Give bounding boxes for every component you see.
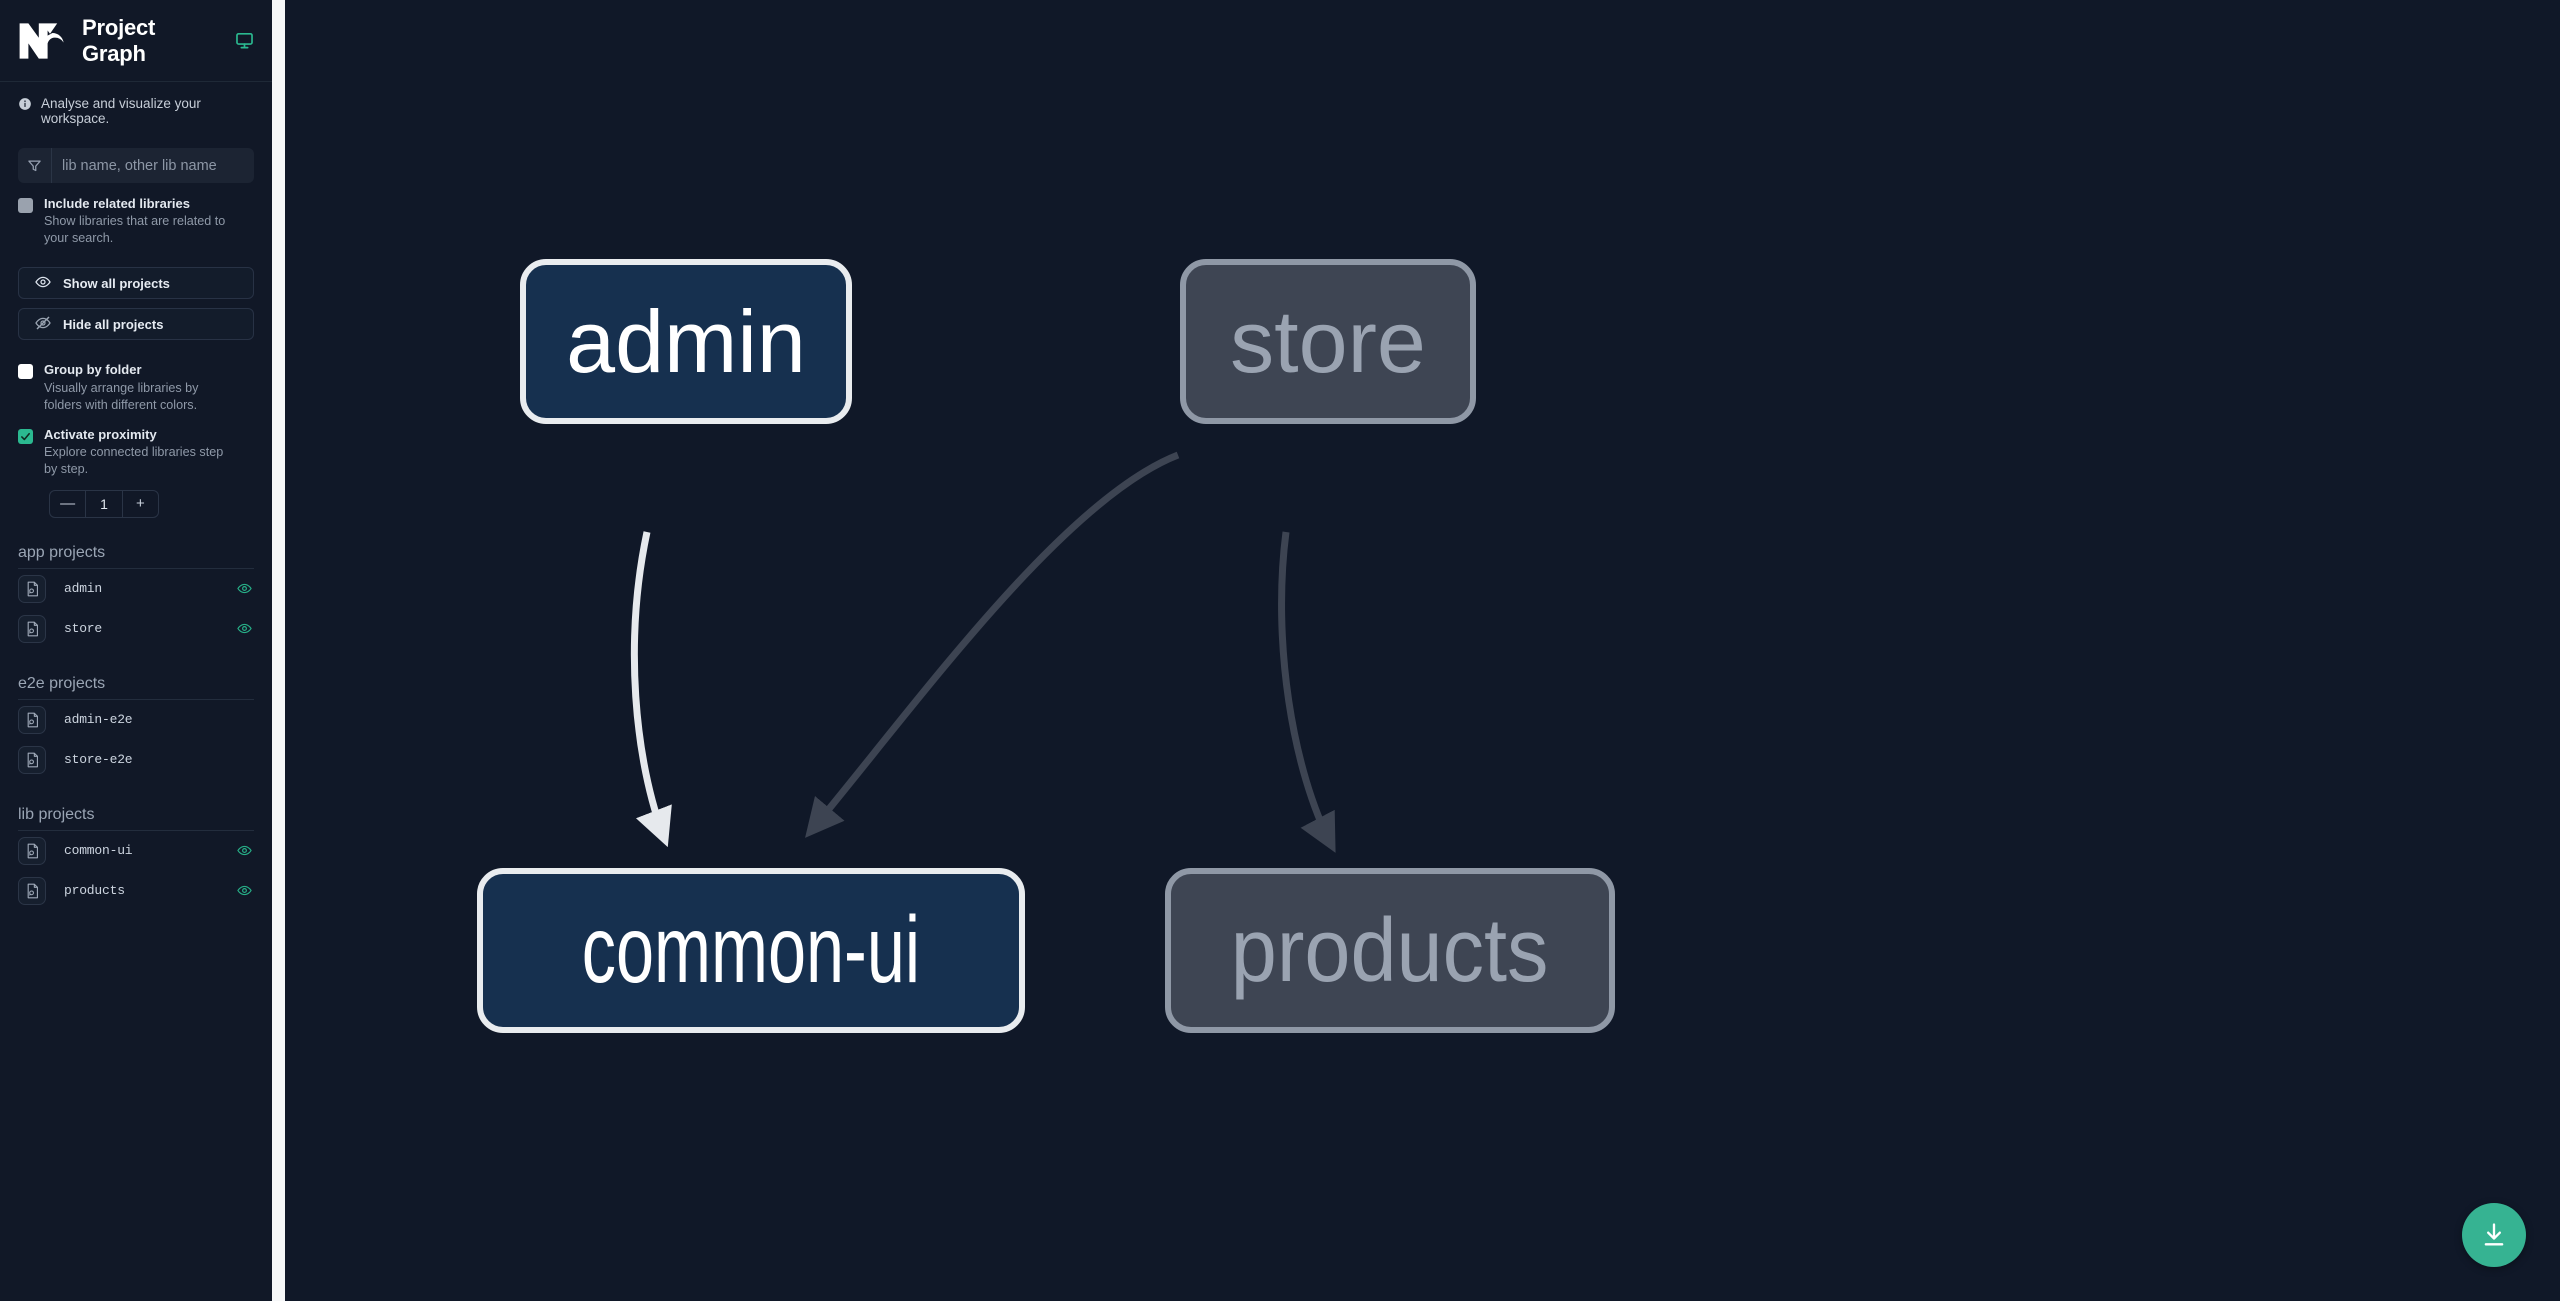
project-name: products	[64, 883, 125, 899]
group-by-folder-label: Group by folder	[44, 362, 142, 378]
activate-proximity-checkbox[interactable]	[18, 428, 33, 444]
edge-store-to-products	[1278, 531, 1336, 853]
proximity-increase-button[interactable]: +	[123, 491, 158, 517]
tagline: Analyse and visualize your workspace.	[0, 82, 272, 138]
include-related-libraries-description: Show libraries that are related to your …	[44, 214, 226, 246]
project-section: app projects admin store	[18, 544, 254, 649]
project-visibility-eye-icon[interactable]	[234, 883, 254, 898]
project-section-title: lib projects	[18, 806, 254, 831]
group-by-folder-checkbox[interactable]	[18, 364, 33, 380]
group-by-folder-description: Visually arrange libraries by folders wi…	[44, 380, 199, 412]
project-sections: app projects admin store e2e projects admin-…	[18, 544, 254, 911]
project-file-icon[interactable]	[18, 574, 46, 603]
project-name: common-ui	[64, 843, 133, 859]
graph-node-store[interactable]: store	[1180, 259, 1476, 424]
graph-node-admin[interactable]: admin	[520, 259, 852, 424]
graph-edges	[630, 451, 1336, 853]
project-section: lib projects common-ui products	[18, 806, 254, 911]
project-section: e2e projects admin-e2e store-e2e	[18, 675, 254, 780]
project-name: admin	[64, 581, 103, 597]
visibility-buttons: Show all projects Hide all projects	[18, 267, 254, 341]
download-icon	[2484, 1223, 2504, 1246]
sidebar-header: Project Graph	[0, 0, 272, 82]
project-list-item[interactable]: products	[18, 871, 254, 911]
project-visibility-eye-icon[interactable]	[234, 843, 254, 858]
graph-canvas[interactable]: admin store common-ui products	[272, 0, 2560, 1301]
hide-all-projects-button[interactable]: Hide all projects	[18, 308, 254, 341]
include-related-libraries-label: Include related libraries	[44, 196, 190, 211]
tagline-text: Analyse and visualize your workspace.	[41, 96, 201, 126]
page-title: Project Graph	[82, 14, 156, 66]
sidebar-resize-handle[interactable]	[272, 0, 285, 1301]
edge-store-to-common-ui	[805, 451, 1180, 838]
project-file-icon[interactable]	[18, 836, 46, 865]
graph-node-label: products	[1231, 900, 1549, 1001]
include-related-libraries-checkbox[interactable]	[18, 198, 33, 213]
project-section-title: app projects	[18, 544, 254, 569]
show-all-projects-label: Show all projects	[63, 275, 170, 291]
filter-icon	[18, 148, 52, 183]
nx-logo-icon	[19, 22, 64, 59]
activate-proximity-description: Explore connected libraries step by step…	[44, 444, 224, 476]
group-by-folder-row[interactable]: Group by folder Visually arrange librari…	[18, 362, 254, 413]
graph-node-label: admin	[566, 291, 806, 391]
project-file-icon[interactable]	[18, 614, 46, 643]
eye-off-icon	[35, 315, 51, 334]
project-name: store	[64, 621, 103, 637]
graph-node-label: common-ui	[581, 897, 921, 1003]
project-visibility-eye-icon[interactable]	[234, 621, 254, 636]
download-graph-button[interactable]	[2462, 1203, 2526, 1267]
include-related-libraries-row[interactable]: Include related libraries Show libraries…	[18, 196, 254, 247]
project-list-item[interactable]: store	[18, 609, 254, 649]
proximity-stepper: — 1 +	[49, 489, 159, 518]
show-all-projects-button[interactable]: Show all projects	[18, 267, 254, 300]
project-list-item[interactable]: common-ui	[18, 831, 254, 871]
sidebar-body: Include related libraries Show libraries…	[0, 138, 272, 911]
sidebar: Project Graph Analyse and visualize your…	[0, 0, 272, 1301]
graph-node-label: store	[1230, 291, 1426, 391]
hide-all-projects-label: Hide all projects	[63, 316, 164, 332]
project-file-icon[interactable]	[18, 745, 46, 774]
eye-icon	[35, 274, 51, 293]
activate-proximity-row[interactable]: Activate proximity Explore connected lib…	[18, 427, 254, 478]
project-list-item[interactable]: admin-e2e	[18, 700, 254, 740]
monitor-icon[interactable]	[235, 31, 254, 50]
graph-node-products[interactable]: products	[1165, 868, 1615, 1033]
info-icon	[18, 97, 32, 114]
project-file-icon[interactable]	[18, 876, 46, 905]
edge-admin-to-common-ui	[630, 531, 672, 848]
proximity-decrease-button[interactable]: —	[50, 491, 85, 517]
project-section-title: e2e projects	[18, 675, 254, 700]
activate-proximity-label: Activate proximity	[44, 426, 157, 442]
project-visibility-eye-icon[interactable]	[234, 581, 254, 596]
project-file-icon[interactable]	[18, 705, 46, 734]
graph-node-common-ui[interactable]: common-ui	[477, 868, 1025, 1033]
search-input[interactable]	[52, 148, 254, 183]
search-box[interactable]	[18, 148, 254, 183]
project-name: admin-e2e	[64, 712, 133, 728]
project-name: store-e2e	[64, 752, 133, 768]
project-list-item[interactable]: store-e2e	[18, 740, 254, 780]
proximity-value: 1	[85, 490, 123, 517]
project-list-item[interactable]: admin	[18, 569, 254, 609]
